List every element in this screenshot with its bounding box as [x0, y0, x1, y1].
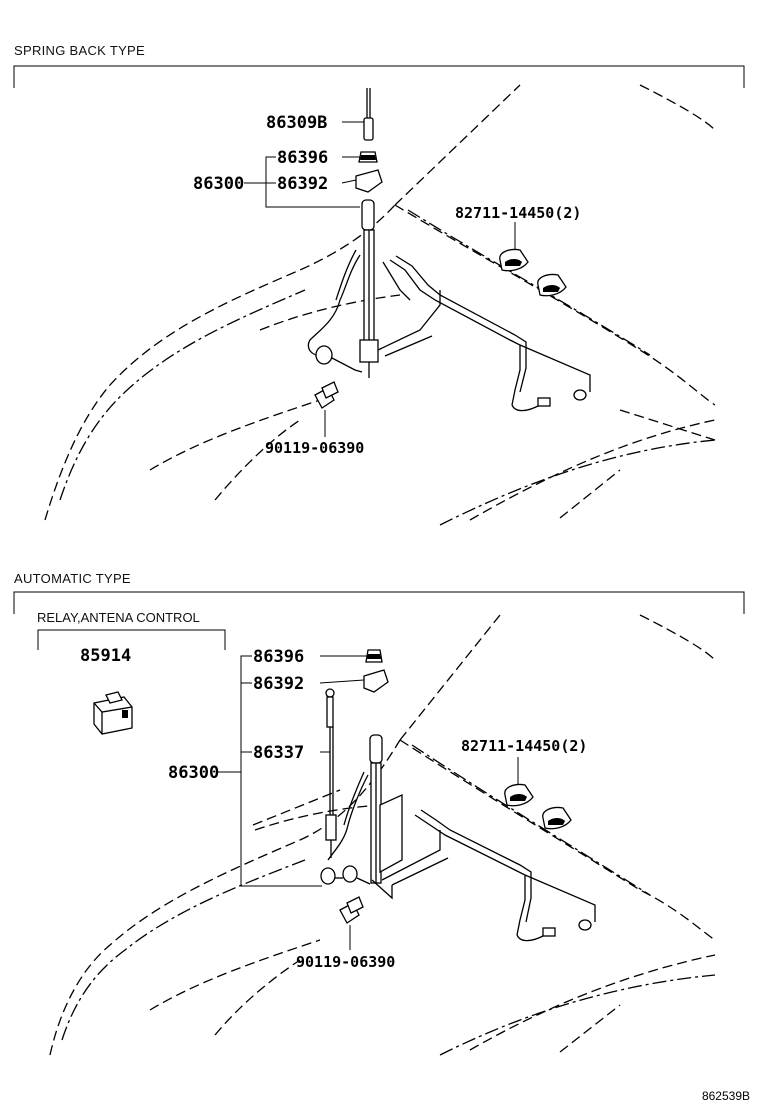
- callout-86396: 86396: [253, 647, 304, 667]
- callout-86300: 86300: [168, 763, 219, 783]
- mounting-bolt: [339, 896, 364, 924]
- callout-85914: 85914: [80, 646, 131, 666]
- callout-86392: 86392: [253, 674, 304, 694]
- mounting-bolt: [314, 381, 339, 409]
- wire-clamps: [499, 248, 567, 297]
- section-automatic: AUTOMATIC TYPE RELAY,ANTENA CONTROL 8591…: [13, 571, 745, 1056]
- callout-86396: 86396: [277, 148, 328, 168]
- relay-antenna-control: [93, 691, 133, 735]
- callout-86300: 86300: [193, 174, 244, 194]
- section-title-automatic: AUTOMATIC TYPE: [14, 571, 131, 586]
- callout-leaders: [244, 121, 516, 437]
- vehicle-body-outline: [44, 84, 716, 526]
- callout-86392: 86392: [277, 174, 328, 194]
- relay-group-bracket: [37, 629, 226, 650]
- antenna-bezel: [363, 669, 389, 693]
- callout-82711: 82711-14450(2): [455, 204, 581, 222]
- callout-86337: 86337: [253, 743, 304, 763]
- callout-leaders: [218, 655, 519, 950]
- relay-group-title: RELAY,ANTENA CONTROL: [37, 610, 200, 625]
- section-title-spring-back: SPRING BACK TYPE: [14, 43, 145, 58]
- antenna-mast-assembly: [320, 734, 596, 942]
- section-spring-back: SPRING BACK TYPE: [13, 43, 745, 526]
- wire-clamps: [504, 783, 572, 830]
- callout-82711: 82711-14450(2): [461, 737, 587, 755]
- antenna-rod: [363, 88, 374, 141]
- callout-90119: 90119-06390: [296, 953, 395, 971]
- section-frame: [13, 65, 745, 88]
- vehicle-body-outline: [49, 614, 716, 1056]
- callout-86309b: 86309B: [266, 113, 327, 133]
- antenna-cable: [325, 688, 337, 858]
- section-frame: [13, 591, 745, 614]
- antenna-mast-assembly: [307, 199, 591, 412]
- callout-90119: 90119-06390: [265, 439, 364, 457]
- figure-code: 862539B: [702, 1089, 750, 1103]
- antenna-bezel: [355, 169, 383, 193]
